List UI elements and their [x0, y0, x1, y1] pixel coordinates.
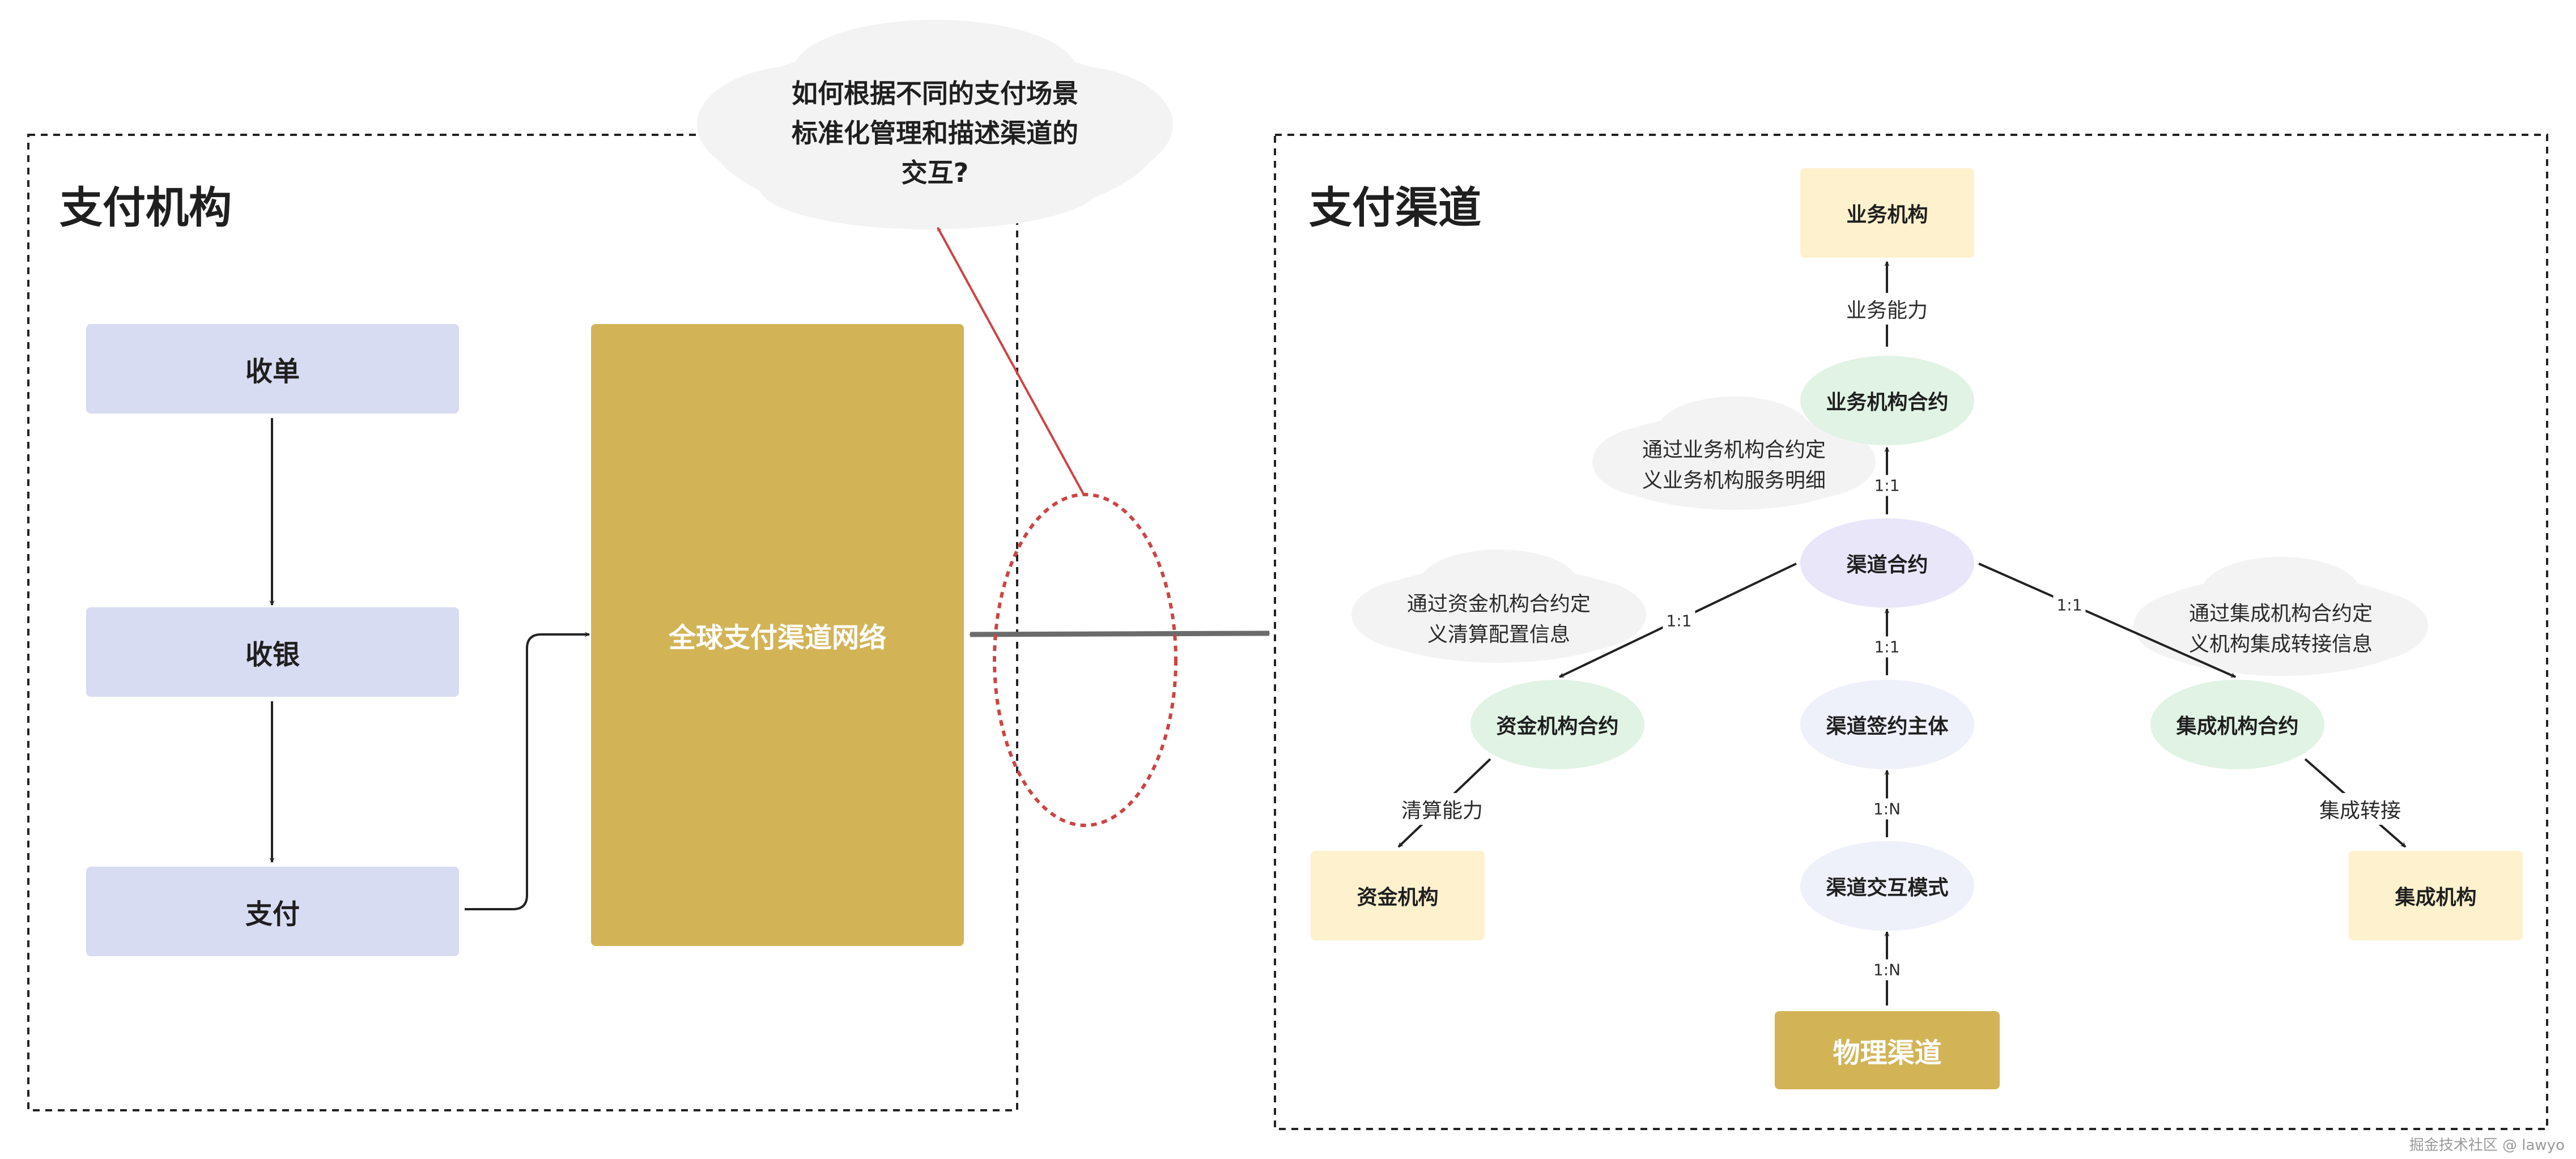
ratio-physical: 1:N — [1869, 959, 1905, 981]
question-cloud-text: 如何根据不同的支付场景 标准化管理和描述渠道的 交互? — [737, 74, 1133, 193]
ratio-business: 1:1 — [1871, 475, 1903, 496]
ratio-integration: 1:1 — [2053, 594, 2086, 616]
note-integration-line-1: 通过集成机构合约定 — [2188, 602, 2373, 625]
note-cloud-business — [1592, 397, 1876, 510]
note-business-line-1: 通过业务机构合约定 — [1642, 438, 1826, 462]
note-integration-line-2: 义机构集成转接信息 — [2188, 633, 2373, 656]
step-cashier: 收银 — [86, 607, 459, 697]
edge-label-integration-transfer: 集成转接 — [2315, 793, 2405, 825]
note-business-line-2: 义业务机构服务明细 — [1642, 469, 1826, 492]
left-panel-title: 支付机构 — [59, 182, 232, 233]
node-physical-channel: 物理渠道 — [1775, 1011, 2000, 1089]
edge-label-clearing-capability: 清算能力 — [1397, 793, 1487, 825]
step-acquiring: 收单 — [86, 324, 459, 414]
question-line-1: 如何根据不同的支付场景 — [792, 78, 1078, 109]
step-payment: 支付 — [86, 867, 459, 956]
node-fund-contract: 资金机构合约 — [1470, 680, 1644, 769]
note-fund-line-1: 通过资金机构合约定 — [1406, 593, 1591, 616]
node-integration-contract: 集成机构合约 — [2150, 680, 2324, 769]
right-panel-title: 支付渠道 — [1309, 182, 1481, 233]
node-signing-entity: 渠道签约主体 — [1800, 680, 1974, 769]
node-business-org: 业务机构 — [1800, 168, 1974, 258]
left-panel-border — [27, 134, 1018, 1111]
node-fund-org: 资金机构 — [1311, 851, 1485, 940]
node-interaction-mode: 渠道交互模式 — [1800, 841, 1974, 931]
global-payment-channel-network: 全球支付渠道网络 — [591, 324, 964, 946]
ratio-fund: 1:1 — [1663, 610, 1695, 632]
node-business-contract: 业务机构合约 — [1800, 356, 1974, 445]
node-channel-contract: 渠道合约 — [1800, 518, 1974, 608]
ratio-signing: 1:1 — [1871, 636, 1903, 658]
watermark: 掘金技术社区 @ lawyo — [2409, 1137, 2565, 1154]
note-fund-line-2: 义清算配置信息 — [1427, 623, 1570, 646]
edge-label-business-capability: 业务能力 — [1842, 293, 1932, 325]
note-cloud-integration — [2133, 557, 2428, 676]
note-fund: 通过资金机构合约定 义清算配置信息 — [1366, 589, 1632, 650]
question-cloud — [697, 20, 1173, 229]
question-line-2: 标准化管理和描述渠道的 — [792, 118, 1078, 148]
question-line-3: 交互? — [901, 157, 969, 188]
note-cloud-fund — [1351, 549, 1646, 663]
node-integration-org: 集成机构 — [2349, 851, 2523, 940]
ratio-mode: 1:N — [1869, 798, 1905, 820]
right-panel-border — [1274, 134, 2548, 1130]
note-integration: 通过集成机构合约定 义机构集成转接信息 — [2148, 599, 2414, 660]
note-business: 通过业务机构合约定 义业务机构服务明细 — [1604, 435, 1864, 496]
